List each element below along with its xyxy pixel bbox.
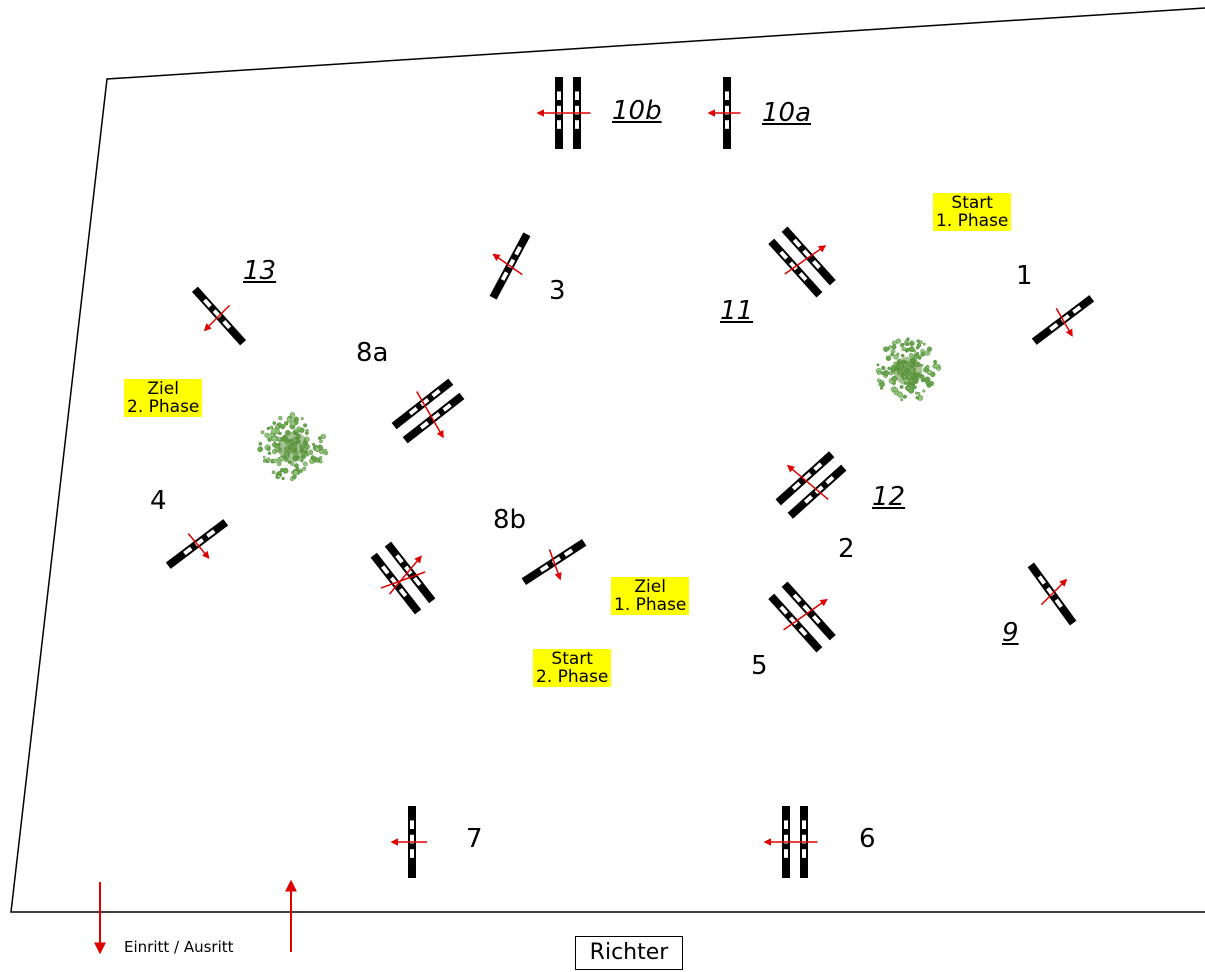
judge-box: Richter [575,936,683,970]
obstacle-label-3: 3 [549,276,566,306]
tree-left-icon [257,412,329,481]
fence-12 [775,451,847,519]
fence-8a [391,378,465,444]
tree-right-icon [875,337,942,402]
fence-10a [707,77,741,149]
obstacle-label-2: 2 [838,534,855,564]
fence-11 [768,226,836,298]
fence-3 [489,232,531,300]
fence-4 [165,519,229,569]
fence-1 [1031,295,1095,345]
obstacle-label-13: 13 [243,256,277,286]
fence-10b [536,77,591,149]
fence-6 [763,806,818,878]
fence-x [370,541,436,615]
obstacle-label-5: 5 [751,651,768,681]
fence-13 [191,286,247,346]
obstacle-label-7: 7 [466,824,483,854]
obstacle-label-1: 1 [1016,261,1033,291]
obstacle-label-12: 12 [872,482,906,512]
obstacle-label-10a: 10a [762,98,812,128]
fence-9 [1027,562,1077,626]
fence-8b [521,539,587,585]
fence-5 [768,581,836,653]
obstacle-label-10b: 10b [612,96,662,126]
obstacle-label-4: 4 [150,486,167,516]
obstacle-label-11: 11 [720,296,754,326]
entry-exit-label: Einritt / Ausritt [124,938,234,956]
obstacle-label-6: 6 [859,824,876,854]
obstacle-label-8a: 8a [356,338,389,368]
obstacle-label-9: 9 [1002,618,1019,648]
obstacle-label-8b: 8b [493,505,527,535]
arena-boundary [10,7,1205,913]
fence-7 [390,806,427,878]
